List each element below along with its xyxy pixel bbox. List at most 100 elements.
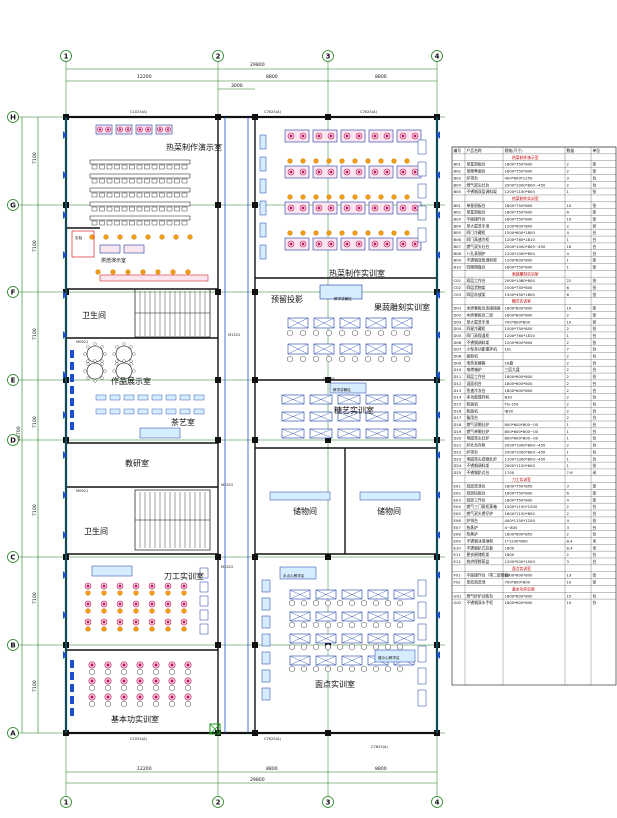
legend-cell: 1800*750*800 [505, 497, 534, 502]
basic-station-core [138, 663, 142, 667]
knife-stool [85, 590, 91, 596]
room-tea: 茶艺室 [171, 417, 195, 427]
grid-col-bottom-2-label: 2 [216, 799, 221, 807]
hotlab-burner-core [301, 134, 305, 138]
pastry-bench-x2 [393, 589, 415, 600]
legend-cell: 备用台 [467, 415, 479, 420]
window-mark [63, 571, 67, 579]
demo-seat [99, 164, 105, 170]
dim-bottom-3: 8800 [375, 766, 387, 772]
demo-seat [166, 206, 173, 212]
basic-station-core [106, 695, 110, 699]
baking-stool [125, 269, 131, 275]
legend-cell: 四层货物架 [467, 285, 486, 290]
legend-cell: 不锈钢冰淇淋柜 [467, 538, 494, 543]
basic-stool [185, 700, 191, 708]
legend-cell: 7 [567, 347, 570, 352]
pastry-stool [361, 665, 367, 673]
baking-stool [117, 234, 123, 240]
demo-burner-core [126, 128, 130, 131]
basic-wall-shelf [70, 672, 74, 680]
dim-left-5: 7100 [32, 504, 38, 516]
legend-cell: 电磁单头灶炉 [467, 436, 490, 441]
legend-cell: D06 [454, 340, 462, 345]
demo-seat [91, 206, 98, 212]
baking-stool [131, 234, 137, 240]
knife-station-core [86, 620, 90, 624]
hotlab-burner-core [289, 134, 293, 138]
pastry-cabinet [261, 633, 271, 647]
legend-cell: D08 [454, 354, 462, 359]
legend-cell: 2000*1000*800~450 [505, 244, 546, 249]
grid-row-F: F [7, 286, 19, 298]
knife-station-core [150, 602, 154, 606]
legend-section-label: 热菜制作演示室 [512, 155, 539, 160]
legend-cell: B30 [505, 395, 513, 400]
legend-cell: E12 [454, 559, 462, 564]
legend-cell: 单星厨板台 [467, 162, 486, 167]
legend-cell: 台 [593, 429, 597, 434]
legend-cell: D13 [454, 388, 462, 393]
legend-cell: 台 [593, 504, 597, 509]
knife-station-core [118, 620, 122, 624]
grid-row-H: H [7, 111, 19, 123]
legend-cell: 2 [567, 223, 570, 228]
pastry-stool [301, 599, 307, 607]
legend-cell: 1600*1150*850 [505, 511, 536, 516]
demo-seat [114, 178, 120, 184]
grid-col-top-3: 3 [322, 50, 334, 62]
basic-stool [137, 700, 143, 708]
window-mark [436, 131, 440, 139]
basic-station-core [138, 695, 142, 699]
legend-cell: B02 [454, 210, 462, 215]
pastry-stool [385, 643, 391, 651]
pastry-cabinet [261, 651, 271, 665]
legend-cell: 小型多功能搅拌机 [467, 347, 498, 352]
demo-seat [144, 178, 150, 184]
sugar-teach-area [329, 382, 367, 394]
hotlab-stool [287, 230, 293, 236]
legend-cell: B04 [454, 223, 462, 228]
legend-cell: 台 [593, 415, 597, 420]
legend-header: 编号产品名称规格(尺寸)数量单位 [452, 146, 616, 153]
hotlab-stool [378, 194, 384, 200]
pastry-bench-x2 [315, 655, 337, 666]
legend-cell: 1 [567, 258, 570, 263]
legend-cell: 1700 [505, 470, 515, 475]
legend-cell: 台 [593, 600, 597, 605]
entrance-mark [209, 723, 221, 735]
exhibit-wall-shelf [70, 374, 74, 382]
legend-cell: D25 [454, 470, 462, 475]
demo-seat [144, 206, 150, 212]
legend-section-label: 刀工实训室 [512, 477, 531, 482]
hotlab-stool [352, 230, 358, 236]
legend-section-title: 热菜制作实训室 [452, 194, 616, 201]
legend-cell: 1800*750*800 [505, 491, 534, 496]
baking-stool [170, 269, 176, 275]
pastry-stool [349, 665, 355, 673]
knife-cabinet [199, 609, 209, 621]
baking-oven [99, 244, 121, 254]
carving-stool [287, 355, 293, 363]
carving-stool [378, 355, 384, 363]
legend-cell: 张 [593, 258, 597, 263]
sugar-bench-x2 [309, 394, 333, 405]
hotlab-burner-core [289, 170, 293, 174]
demo-burner-core [118, 128, 122, 131]
hotlab-stool [378, 230, 384, 236]
round-chair [100, 376, 104, 380]
knife-stool [133, 608, 139, 614]
hotlab-burner-core [373, 206, 377, 210]
legend-cell: 单大星洗手池 [467, 319, 490, 324]
legend-cell: 燃气双眼灶炉 [467, 422, 490, 427]
room-sugar-art: 糖艺实训室 [334, 405, 374, 415]
demo-seat [106, 206, 113, 212]
sugar-bench-x2 [309, 428, 333, 439]
